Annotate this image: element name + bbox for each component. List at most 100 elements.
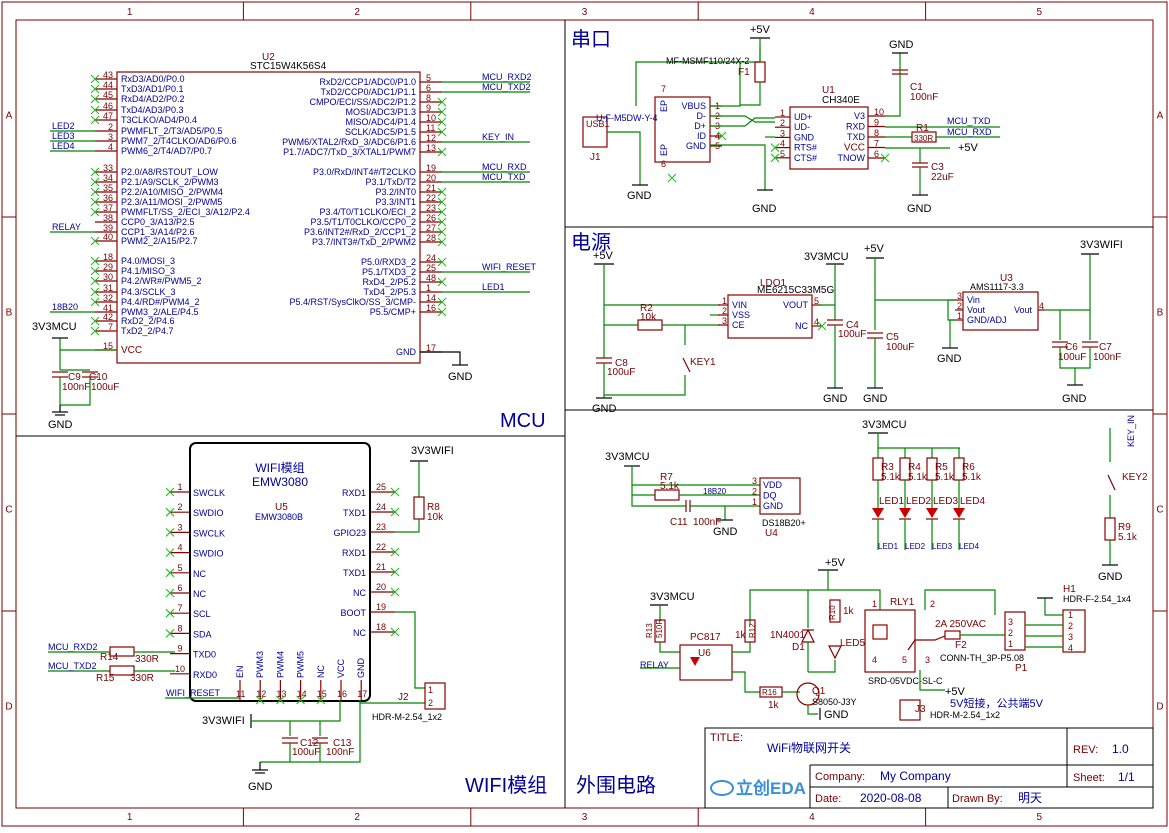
wifi-pin-name: NC	[316, 665, 326, 678]
wifi-nc-marker	[165, 548, 175, 557]
wifi-pin-number: 12	[256, 689, 266, 699]
led-resistor-ref: R5	[935, 462, 948, 473]
ruler-col-top: 4	[809, 7, 815, 18]
power-net-5v-right: +5V	[864, 243, 885, 255]
r1-ref: R1	[916, 123, 929, 134]
mcu-pin-number: 48	[426, 273, 436, 283]
mcu-pin-name: P4.2/WR#/PWM5_2	[121, 276, 202, 286]
p1-body	[1004, 611, 1026, 651]
r8-ref: R8	[427, 502, 440, 513]
relay-pin-5: 5	[902, 655, 907, 665]
mcu-nc-marker	[437, 217, 447, 227]
h1-gnd-wire	[1044, 598, 1063, 616]
c1-ref: C1	[910, 82, 923, 93]
r12-value: 1k	[735, 630, 747, 641]
mcu-pin-number: 4	[108, 142, 113, 152]
ch340-pin-name: UD-	[794, 122, 810, 132]
wifi-block: WIFI模组 EMW3080 U5 EMW3080B 1SWCLK2SWDIO3…	[48, 442, 454, 793]
wifi-pin-name: PWM5	[296, 651, 306, 678]
c3-ref: C3	[931, 162, 944, 173]
mcu-pin-name: P5.1/TXD3_2	[362, 267, 416, 277]
ds18b20-pin-number: 2	[752, 487, 757, 497]
wifi-pin-name: RXD1	[342, 548, 366, 558]
ldo1-ref: LDO1	[760, 278, 787, 289]
mcu-pin-number: 43	[103, 70, 113, 80]
wifi-pin-number: 7	[177, 603, 182, 613]
mcu-pin-name: RxD4_2/P5.2	[362, 277, 416, 287]
mcu-pin-number: 17	[426, 343, 436, 353]
drawn-value: 明天	[1018, 791, 1042, 805]
lceda-logo: 立创EDA	[710, 778, 806, 798]
ds18b20-net: 18B20	[703, 487, 727, 496]
usb-pin-name: D-	[697, 111, 707, 121]
wifi-pin-name: GND	[356, 658, 366, 679]
mcu-pin-number: 24	[426, 253, 436, 263]
wifi-pin-number: 14	[297, 689, 307, 699]
serial-net-mcu-txd: MCU_TXD	[947, 116, 991, 126]
pc817-led-icon	[690, 657, 700, 666]
mcu-pin-number: 44	[103, 80, 113, 90]
mcu-pin-name: P2.3/A11/MOSI_2/PWM5	[121, 197, 222, 207]
mcu-pin-name: PWMFLT_2/T3/AD5/P0.5	[121, 126, 222, 136]
mcu-pin-number: 1	[426, 283, 431, 293]
ams-pin-name: Vin	[967, 295, 980, 305]
wifi-nc-marker	[165, 568, 175, 578]
mcu-pin-number: 31	[103, 283, 113, 293]
mcu-nc-marker	[90, 115, 100, 125]
ch340-pin-name: TXD	[847, 132, 866, 142]
wifi-pin-number: 1	[177, 482, 182, 492]
mcu-pin-name: TxD4_2/P5.3	[363, 287, 416, 297]
mcu-nc-marker	[90, 207, 100, 217]
mcu-left-net-label: RELAY	[52, 222, 81, 232]
mcu-nc-marker	[90, 287, 100, 297]
mcu-pin-name: P3.2/INT0	[375, 187, 416, 197]
led-resistor-ref: R3	[881, 462, 894, 473]
mcu-chip-body	[116, 71, 421, 364]
d1-part: 1N4001	[770, 630, 805, 641]
rev-value: 1.0	[1112, 742, 1129, 756]
ams-pin-name: Vout	[1014, 305, 1033, 315]
mcu-pin-name: P4.0/MOSI_3	[121, 256, 175, 266]
mcu-pin-name: VCC	[121, 345, 142, 356]
c11-value: 100nF	[693, 517, 721, 528]
r7-ref: R7	[660, 472, 673, 483]
wifi-pin-number: 15	[317, 689, 327, 699]
wifi-gnd-wire	[289, 700, 361, 763]
wifi-nc-marker	[255, 695, 265, 705]
ldo-pin-number: 1	[722, 296, 727, 306]
mcu-pin-name: TxD4/AD3/P0.3	[121, 105, 184, 115]
mcu-nc-marker	[90, 84, 100, 94]
relay-ref: RLY1	[890, 597, 915, 608]
ds18b20-pin-number: 1	[752, 497, 757, 507]
key2-switch	[1107, 474, 1116, 491]
j3-ref: J3	[915, 704, 926, 715]
ds18b20-part: DS18B20+	[762, 518, 806, 528]
usb-gnd-label: GND	[627, 190, 652, 202]
mcu-nc-marker	[437, 107, 447, 117]
mcu-pin-number: 40	[103, 232, 113, 242]
ds18b20-pin-name: VDD	[763, 480, 783, 490]
wifi-pin-name: TXD1	[343, 508, 366, 518]
mcu-pin-number: 21	[426, 183, 436, 193]
usb-pin-name: ID	[697, 131, 707, 141]
relay-pin-4: 4	[872, 655, 877, 665]
c6-ref: C6	[1065, 342, 1078, 353]
r12-body	[744, 619, 756, 643]
j3-5v-net: +5V	[945, 686, 966, 698]
mcu-pin-name: PWMFLT/SS_2/ECI_3/A12/P2.4	[121, 207, 250, 217]
wifi-module-title: WIFI模组	[255, 461, 304, 475]
wifi-nc-marker	[165, 608, 175, 618]
date-value: 2020-08-08	[860, 791, 922, 805]
p1-pin-2: 2	[1008, 628, 1013, 638]
title-value: WiFi物联网开关	[767, 741, 851, 755]
p1-pin-1: 1	[1008, 639, 1013, 649]
c12-ref: C12	[300, 738, 319, 749]
c11-ref: C11	[670, 517, 688, 528]
mcu-pin-number: 18	[103, 252, 113, 262]
mcu-pin-name: PWM7_2/T4CLKO/AD6/P0.6	[121, 136, 237, 146]
ruler-row-left: C	[5, 505, 12, 516]
r10-body	[829, 599, 841, 623]
usb-pin-name: GND	[686, 141, 707, 151]
usb-ep-top: EP	[659, 100, 669, 112]
date-label: Date:	[815, 793, 841, 805]
